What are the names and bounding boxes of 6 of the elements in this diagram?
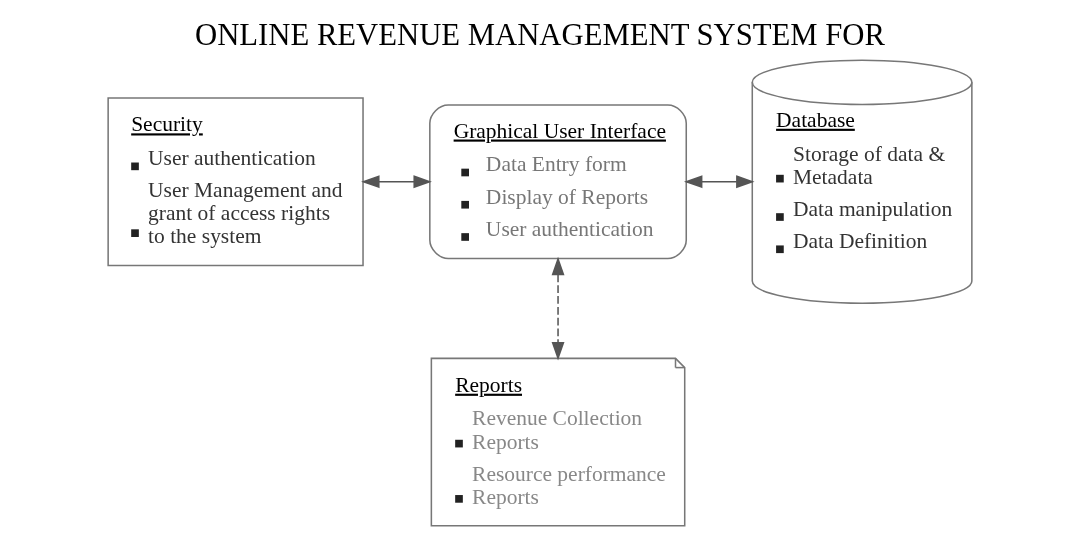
arrow xyxy=(551,256,564,361)
diagram-title: ONLINE REVENUE MANAGEMENT SYSTEM FOR xyxy=(194,17,885,52)
arrow xyxy=(683,175,755,189)
arrow xyxy=(360,175,432,189)
node-box: Graphical User Interface Data Entry form Display of Reports User authentication xyxy=(428,104,687,260)
node-box: Security User authentication User Management and grant of access rights to the system xyxy=(106,97,364,267)
